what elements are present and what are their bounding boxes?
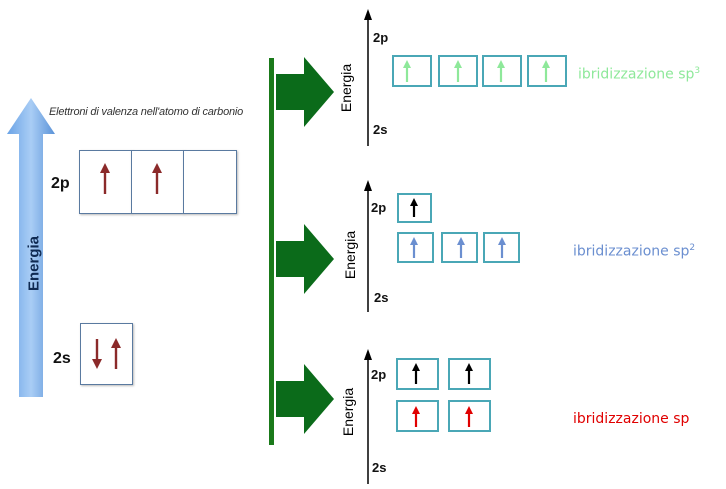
hybridization-name-sp2: ibridizzazione sp [573, 243, 690, 260]
sp-orbital-box-1 [396, 400, 439, 432]
sp2-orbital-box-2 [441, 232, 478, 263]
green-arrow-sp3 [276, 57, 334, 127]
green-divider-line [269, 58, 274, 445]
label-2p-left: 2p [51, 175, 70, 192]
hybridization-label-sp3: ibridizzazione sp3 [578, 66, 700, 83]
hybridization-label-sp2: ibridizzazione sp2 [573, 243, 695, 260]
sp2-orbital-box-1 [397, 232, 434, 263]
label-2p-sp: 2p [371, 367, 387, 382]
label-2p-sp2: 2p [371, 200, 387, 215]
sp3-orbital-box-1 [392, 55, 432, 87]
hybridization-superscript-sp2: 2 [689, 243, 696, 253]
sp-orbital-box-2 [448, 400, 491, 432]
hybridization-label-sp: ibridizzazione sp [573, 411, 690, 427]
green-arrow-sp2 [276, 224, 334, 294]
hybridization-superscript-sp3: 3 [694, 66, 701, 76]
label-2s-sp3: 2s [373, 122, 388, 137]
label-2s-left: 2s [53, 350, 71, 367]
sp-unhybrid-box-1 [396, 358, 439, 390]
left-title: Elettroni di valenza nell'atomo di carbo… [49, 106, 244, 118]
orbital-2p-box-3 [183, 150, 237, 214]
label-2s-sp2: 2s [374, 290, 389, 305]
label-2p-sp3: 2p [373, 30, 389, 45]
orbital-2s-box [80, 323, 133, 385]
label-2s-sp: 2s [372, 460, 387, 475]
hybridization-name-sp3: ibridizzazione sp [578, 66, 695, 83]
green-arrow-sp [276, 364, 334, 434]
